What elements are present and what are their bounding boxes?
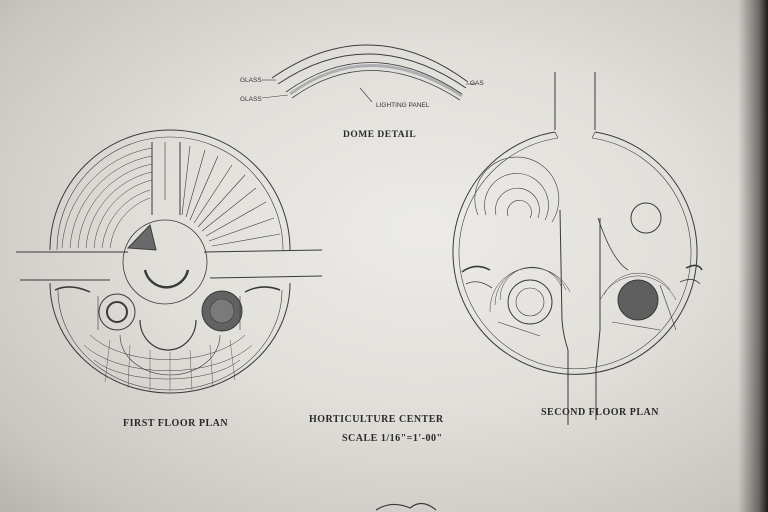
sheet-shadow-edge — [738, 0, 768, 512]
first-floor-plan-title: FIRST FLOOR PLAN — [123, 418, 229, 429]
dome-detail-title: DOME DETAIL — [343, 130, 417, 140]
second-floor-plan-title: SECOND FLOOR PLAN — [541, 407, 659, 418]
first-floor-plan-drawing — [16, 129, 323, 394]
second-floor-plan-drawing — [452, 72, 703, 425]
dome-label-lighting-panel: LIGHTING PANEL — [376, 102, 430, 109]
horticulture-center-title: HORTICULTURE CENTER — [309, 414, 444, 425]
dome-detail-drawing — [261, 44, 476, 103]
dome-label-glass-bottom: GLASS — [240, 96, 262, 103]
dome-label-gas: GAS — [470, 80, 484, 87]
dome-label-glass-top: GLASS — [240, 77, 262, 84]
bottom-edge-fragment — [375, 502, 437, 511]
scale-note: SCALE 1/16"=1'-00" — [342, 433, 443, 444]
